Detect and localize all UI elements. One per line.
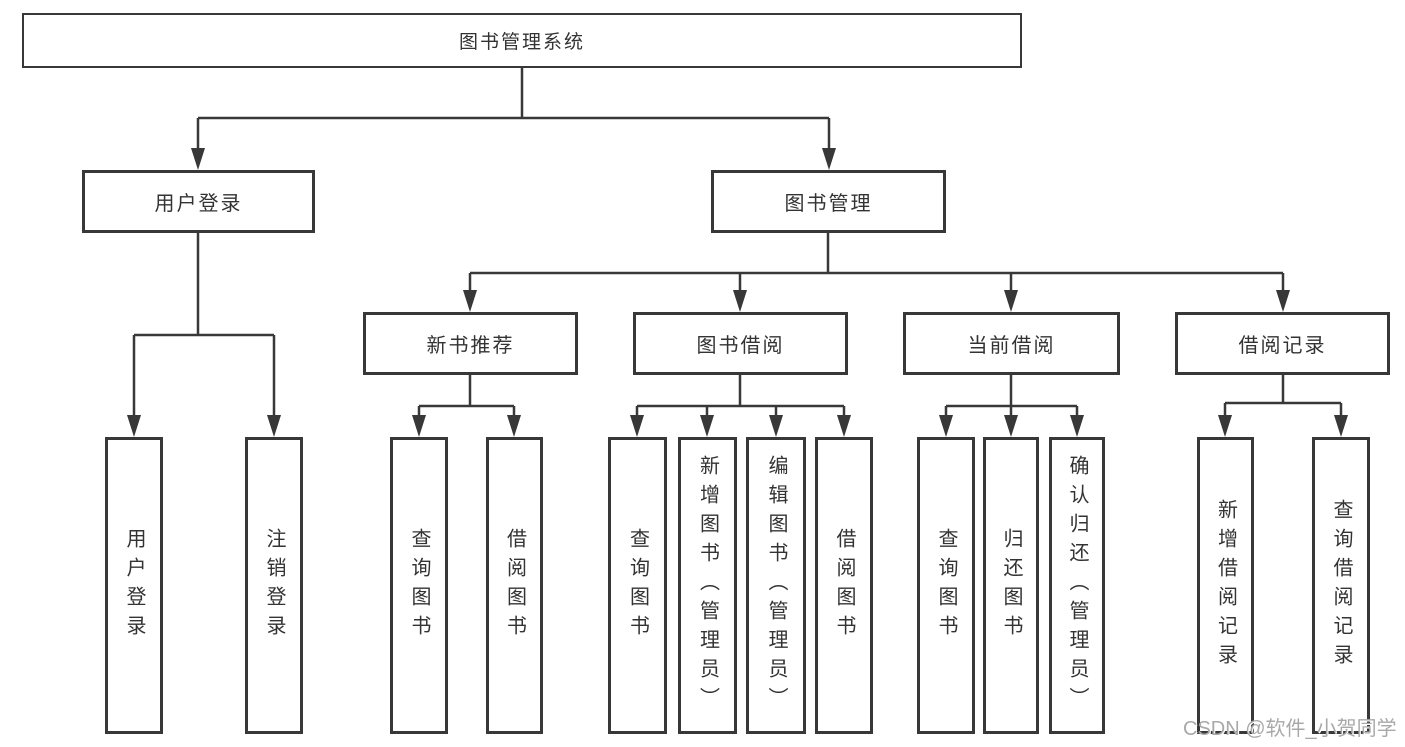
node-label: 编辑图书（管理员） bbox=[765, 455, 787, 716]
node-user-login: 用户登录 bbox=[82, 170, 315, 233]
leaf-query-borrow-record: 查询借阅记录 bbox=[1312, 437, 1370, 734]
node-label: 确认归还（管理员） bbox=[1066, 455, 1088, 716]
node-label: 归还图书 bbox=[1000, 527, 1022, 644]
leaf-user-login: 用户登录 bbox=[105, 437, 163, 734]
watermark: CSDN @软件_小贺同学 bbox=[1183, 718, 1397, 740]
node-new-book-recommend: 新书推荐 bbox=[363, 312, 578, 375]
node-label: 查询图书 bbox=[408, 527, 430, 644]
leaf-query-books-borrowing: 查询图书 bbox=[608, 437, 667, 734]
node-label: 查询图书 bbox=[626, 527, 649, 644]
node-current-borrowing: 当前借阅 bbox=[903, 312, 1120, 375]
leaf-confirm-return-admin: 确认归还（管理员） bbox=[1049, 437, 1105, 734]
node-label: 新增借阅记录 bbox=[1214, 498, 1237, 673]
leaf-borrow-books-recommend: 借阅图书 bbox=[486, 437, 543, 734]
leaf-query-books-current: 查询图书 bbox=[917, 437, 975, 734]
node-library-management-system: 图书管理系统 bbox=[22, 13, 1022, 68]
node-label: 注销登录 bbox=[263, 527, 285, 644]
node-book-borrowing: 图书借阅 bbox=[633, 312, 848, 375]
leaf-add-book-admin: 新增图书（管理员） bbox=[678, 437, 737, 734]
node-label: 借阅图书 bbox=[833, 527, 855, 644]
node-label: 用户登录 bbox=[123, 527, 145, 644]
node-label: 查询借阅记录 bbox=[1330, 498, 1352, 673]
leaf-edit-book-admin: 编辑图书（管理员） bbox=[746, 437, 806, 734]
node-book-management: 图书管理 bbox=[711, 170, 946, 233]
leaf-query-books-recommend: 查询图书 bbox=[390, 437, 448, 734]
node-label: 图书管理系统 bbox=[458, 32, 585, 53]
node-label: 新书推荐 bbox=[426, 335, 515, 357]
node-label: 当前借阅 bbox=[967, 335, 1056, 357]
node-label: 新增图书（管理员） bbox=[696, 455, 719, 716]
node-label: 借阅图书 bbox=[503, 527, 526, 644]
node-label: 用户登录 bbox=[154, 193, 243, 215]
node-label: 图书借阅 bbox=[696, 335, 785, 357]
node-borrowing-records: 借阅记录 bbox=[1175, 312, 1390, 375]
leaf-return-books: 归还图书 bbox=[983, 437, 1039, 734]
node-label: 借阅记录 bbox=[1238, 335, 1327, 357]
leaf-add-borrow-record: 新增借阅记录 bbox=[1197, 437, 1254, 734]
node-label: 图书管理 bbox=[784, 193, 873, 215]
leaf-borrow-books-borrowing: 借阅图书 bbox=[815, 437, 873, 734]
node-label: 查询图书 bbox=[935, 527, 957, 644]
leaf-logout: 注销登录 bbox=[245, 437, 303, 734]
